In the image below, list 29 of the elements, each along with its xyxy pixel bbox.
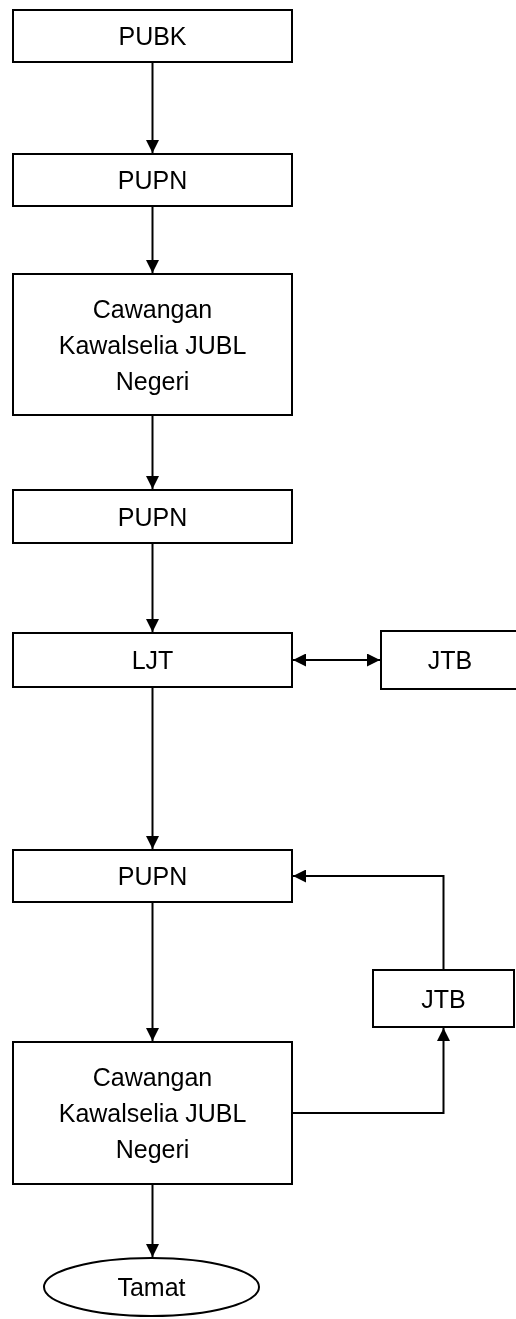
arrow bbox=[146, 206, 159, 274]
process-box bbox=[12, 1041, 293, 1185]
arrow bbox=[146, 62, 159, 154]
process-box bbox=[12, 153, 293, 207]
box-label: PUPN bbox=[117, 861, 188, 892]
process-box bbox=[12, 9, 293, 63]
arrow bbox=[146, 543, 159, 633]
process-box bbox=[12, 849, 293, 903]
box-label: PUBK bbox=[118, 21, 187, 52]
box-label: JTB bbox=[427, 645, 473, 676]
box-label: JTB bbox=[421, 983, 466, 1015]
arrow bbox=[146, 902, 159, 1042]
process-box bbox=[12, 489, 293, 544]
process-box bbox=[372, 969, 515, 1028]
arrow bbox=[146, 1184, 159, 1258]
arrow bbox=[146, 687, 159, 850]
process-box bbox=[12, 273, 293, 416]
box-label: Tamat bbox=[117, 1272, 186, 1303]
box-label: LJT bbox=[131, 645, 174, 676]
arrow bbox=[292, 653, 381, 667]
arrow bbox=[292, 1027, 450, 1114]
box-label: PUPN bbox=[117, 501, 188, 533]
box-label: Cawangan Kawalselia JUBL Negeri bbox=[57, 293, 248, 397]
box-label: PUPN bbox=[117, 165, 188, 196]
arrow bbox=[292, 869, 445, 970]
process-box bbox=[12, 632, 293, 688]
arrow bbox=[146, 415, 159, 490]
process-box bbox=[380, 630, 516, 690]
box-label: Cawangan Kawalselia JUBL Negeri bbox=[57, 1062, 248, 1165]
